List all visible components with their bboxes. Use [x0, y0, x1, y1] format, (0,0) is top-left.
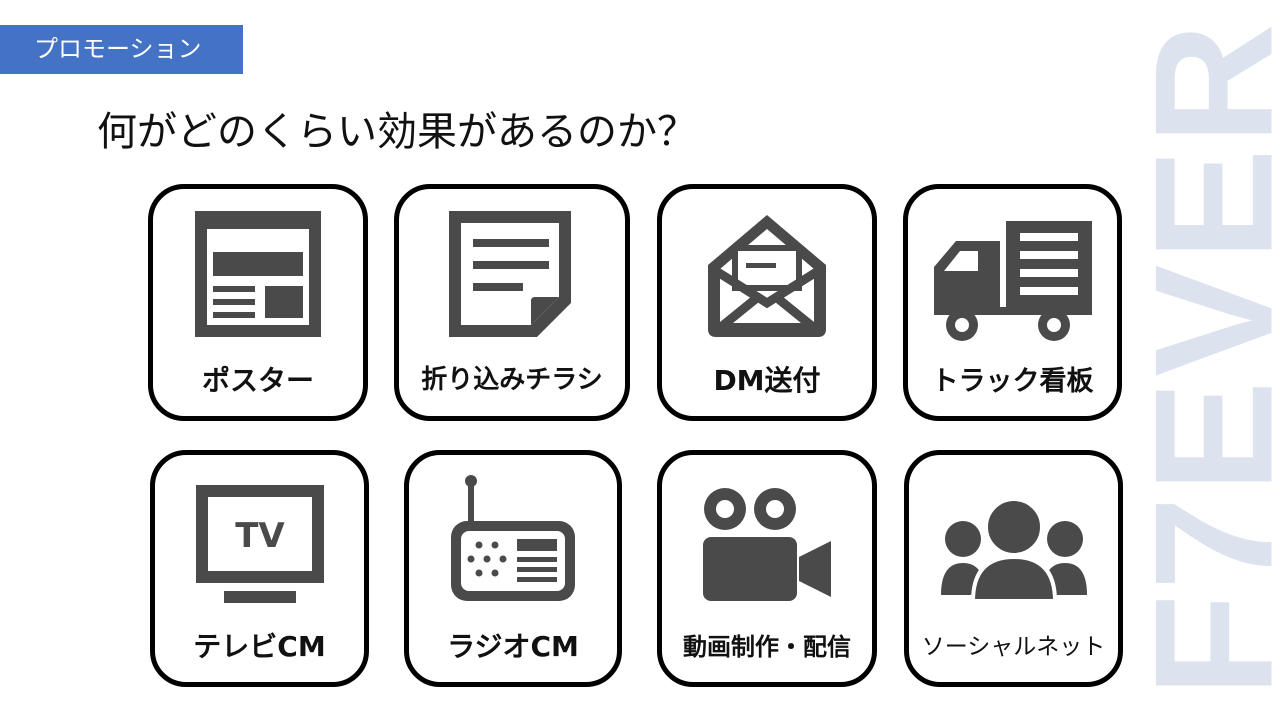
tile-poster[interactable]: ポスター: [148, 184, 368, 421]
page-title: 何がどのくらい効果があるのか？: [97, 109, 697, 155]
tile-social[interactable]: ソーシャルネット: [904, 450, 1123, 687]
people-icon: [940, 497, 1087, 603]
tv-screen-text: TV: [235, 516, 285, 556]
video-camera-icon: [703, 488, 831, 601]
mail-icon: [708, 215, 826, 337]
poster-icon: [195, 211, 321, 337]
tile-label: ポスター: [201, 364, 314, 397]
tile-flyer[interactable]: 折り込みチラシ: [394, 184, 630, 421]
tile-radio[interactable]: ラジオCM: [404, 450, 622, 687]
flyer-icon: [449, 211, 571, 337]
tile-label: ラジオCM: [447, 630, 579, 663]
tile-tv[interactable]: TV テレビCM: [150, 450, 369, 687]
tile-label: テレビCM: [193, 630, 326, 663]
truck-icon: [933, 221, 1092, 341]
tile-truck[interactable]: トラック看板: [903, 184, 1122, 421]
tile-label: ソーシャルネット: [921, 634, 1106, 660]
tv-icon: TV: [195, 485, 324, 603]
radio-icon: [451, 475, 575, 601]
tile-label: トラック看板: [931, 366, 1094, 397]
tile-label: 折り込みチラシ: [421, 365, 603, 395]
tile-label: 動画制作・配信: [683, 633, 851, 661]
tile-video[interactable]: 動画制作・配信: [657, 450, 877, 687]
tile-label: DM送付: [713, 364, 821, 397]
tile-dm[interactable]: DM送付: [657, 184, 877, 421]
watermark-logo: F7EVER: [1148, 19, 1280, 697]
section-tag: プロモーション: [0, 25, 243, 74]
